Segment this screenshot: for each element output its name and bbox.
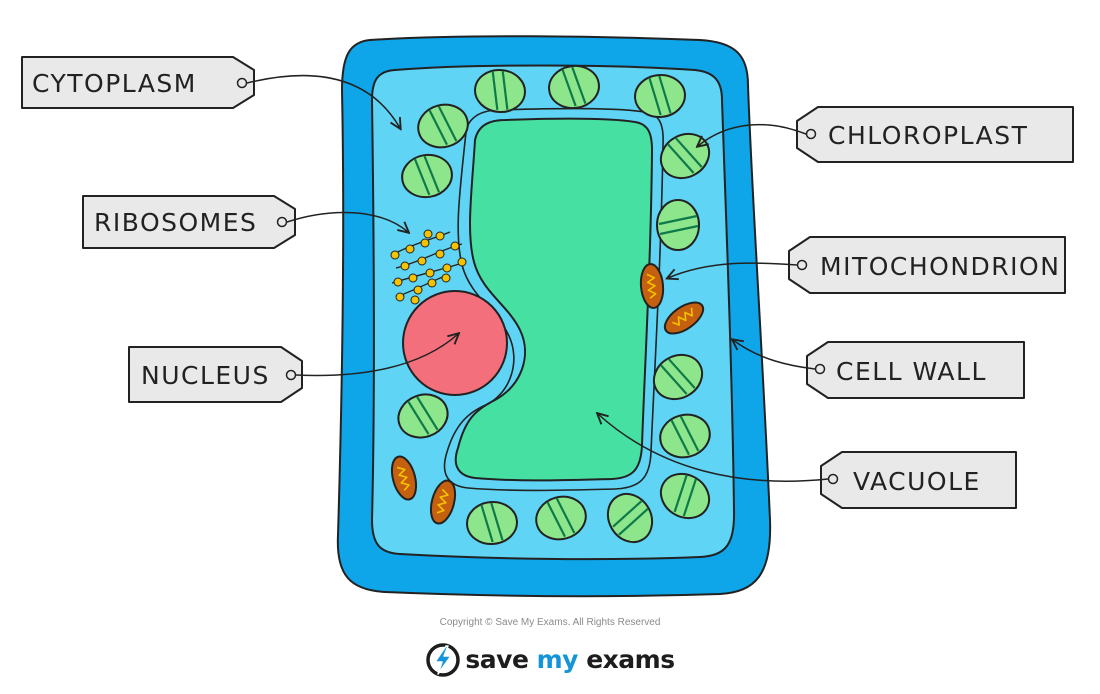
vacuole [454,117,654,482]
label-chloroplast: CHLOROPLAST [698,106,1074,163]
label-ribosomes: RIBOSOMES [82,195,408,249]
save-my-exams-logo: save my exams [0,642,1100,678]
copyright-notice: Copyright © Save My Exams. All Rights Re… [439,617,661,628]
ribosomes [390,229,467,305]
label-cell-wall: CELL WALL [733,340,1025,399]
label-vacuole: VACUOLE [598,414,1017,509]
logo-word-exams: exams [586,645,675,674]
nucleus [402,290,508,396]
label-nucleus: NUCLEUS [128,334,458,403]
logo-word-my: my [536,645,579,674]
svg-text:CHLOROPLAST: CHLOROPLAST [828,121,1028,150]
logo-text: save my exams [465,642,675,678]
svg-text:CELL WALL: CELL WALL [836,357,987,386]
svg-text:NUCLEUS: NUCLEUS [141,361,270,390]
svg-text:RIBOSOMES: RIBOSOMES [94,208,257,237]
svg-text:CYTOPLASM: CYTOPLASM [32,69,197,98]
lightning-bolt-icon [426,643,461,677]
label-cytoplasm: CYTOPLASM [21,56,400,128]
label-mitochondrion: MITOCHONDRION [668,236,1066,294]
svg-text:VACUOLE: VACUOLE [853,467,981,496]
svg-text:MITOCHONDRION: MITOCHONDRION [820,252,1060,281]
logo-word-save: save [465,645,529,674]
